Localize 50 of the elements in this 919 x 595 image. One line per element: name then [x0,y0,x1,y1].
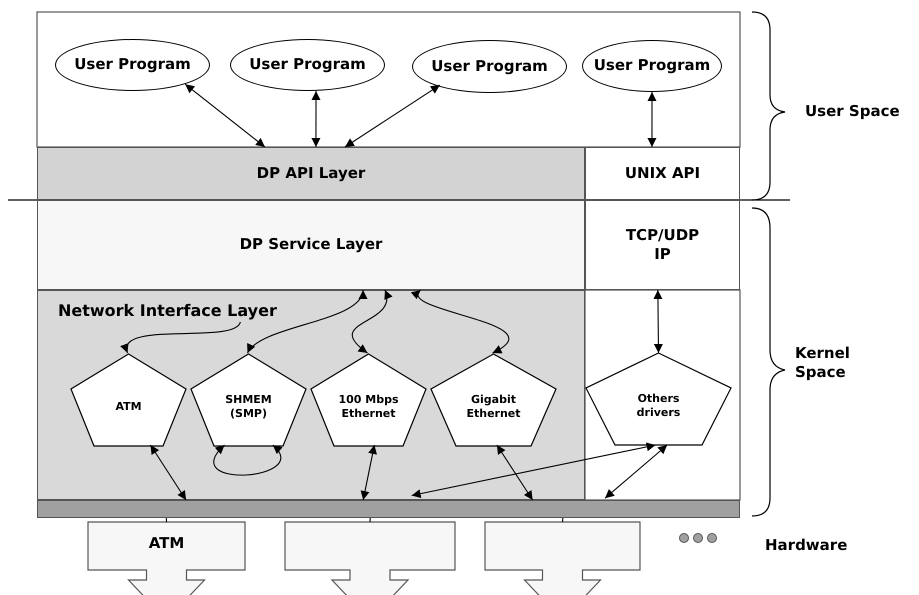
arrow [247,290,365,354]
node-label: User Program [249,55,366,75]
driver-pentagon [586,353,731,445]
layer-band [585,200,740,290]
layer-band [585,147,740,200]
node-label: Others drivers [636,392,682,420]
arrow [412,442,656,498]
node-label: SHMEM (SMP) [224,392,273,422]
layer-band [37,147,585,200]
arrow [213,444,282,476]
layer-band [37,290,585,500]
arrow [360,444,377,500]
connector-line [562,518,564,522]
arrow [122,322,241,354]
node-label: Network Interface Layer [58,301,277,322]
node-label: User Program [431,56,548,76]
node-label: UNIX API [624,164,700,184]
node-label: ATM [148,534,184,554]
arrow [604,444,668,499]
driver-pentagon [71,354,186,446]
hardware-block [485,522,640,595]
arrow [496,444,534,500]
hardware-block [88,522,245,595]
node-label: DP API Layer [256,164,366,184]
arrow [352,290,392,354]
arrow [653,290,663,353]
arrow [311,91,320,147]
node-label: User Program [594,56,710,76]
driver-pentagon [311,354,426,446]
node-label: ATM [115,400,142,414]
driver-pentagon [431,354,556,446]
region-label: Kernel Space [795,344,851,382]
node-label: 100 Mbps Ethernet [337,392,400,422]
node-label: Gigabit Ethernet [465,392,522,422]
region-label: User Space [805,102,900,121]
connector-line [166,518,168,522]
driver-pentagon [191,354,306,446]
node-label: DP Service Layer [240,235,382,255]
layer-band [37,200,585,290]
node-label: TCP/UDP IP [624,226,700,264]
arrow [344,84,440,148]
arrow [184,84,266,148]
region-label: Hardware [765,536,848,555]
arrow [412,290,510,354]
hardware-block [285,522,455,595]
hardware-bar [37,500,740,518]
arrow [647,92,656,147]
connector-line [369,518,371,522]
arrow [150,444,186,500]
node-label: User Program [74,55,191,75]
